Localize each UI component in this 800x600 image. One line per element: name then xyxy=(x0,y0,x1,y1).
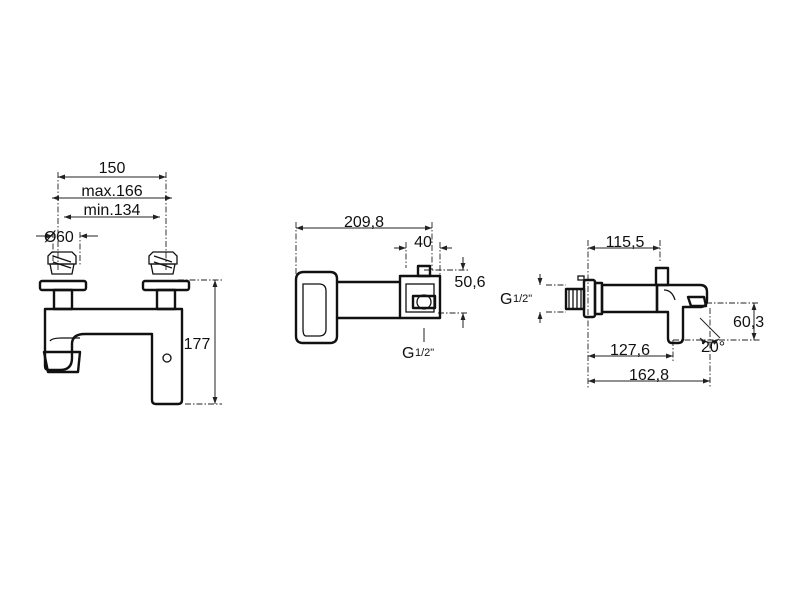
top-extension-lines xyxy=(295,222,468,314)
front-dim-height: 177 xyxy=(184,336,211,353)
top-dim-connector-width: 40 xyxy=(414,234,432,251)
front-dimension-lines xyxy=(36,174,218,404)
top-dimension-lines xyxy=(296,225,466,342)
top-dim-thread: G 1/2" xyxy=(402,345,434,362)
side-view: 115,5 G 1/2" 127,6 162,8 60,3 20° xyxy=(500,234,764,388)
side-dim-thread: G 1/2" xyxy=(500,291,532,308)
side-faucet-body xyxy=(564,266,709,345)
front-dim-min-width: min.134 xyxy=(84,202,141,219)
side-dim-thread-fraction: 1/2" xyxy=(513,293,532,305)
front-dim-diameter: Ø 60 xyxy=(44,229,74,246)
front-dim-overall-width: 150 xyxy=(99,160,126,177)
top-dim-thread-fraction: 1/2" xyxy=(415,347,434,359)
top-dim-connector-height: 50,6 xyxy=(454,274,485,291)
top-dim-thread-main: G xyxy=(402,345,414,362)
side-dim-spout-reach: 127,6 xyxy=(610,342,650,359)
side-dim-angle: 20° xyxy=(701,339,725,356)
top-faucet-body xyxy=(294,264,442,345)
front-faucet-body xyxy=(38,251,191,406)
side-dim-overall-depth: 162,8 xyxy=(629,367,669,384)
side-extension-lines xyxy=(546,240,760,388)
side-dim-thread-main: G xyxy=(500,291,512,308)
top-dim-length: 209,8 xyxy=(344,214,384,231)
front-view: 150 max.166 min.134 Ø 60 177 xyxy=(36,160,222,406)
diameter-symbol-icon: Ø xyxy=(44,229,56,246)
side-dim-projection: 115,5 xyxy=(606,234,645,251)
side-dimension-lines xyxy=(537,245,757,384)
top-view: 209,8 40 50,6 G 1/2" xyxy=(294,214,486,362)
front-dim-max-width: max.166 xyxy=(81,183,142,200)
front-dim-diameter-value: 60 xyxy=(56,229,74,246)
side-dim-outlet-height: 60,3 xyxy=(733,314,764,331)
